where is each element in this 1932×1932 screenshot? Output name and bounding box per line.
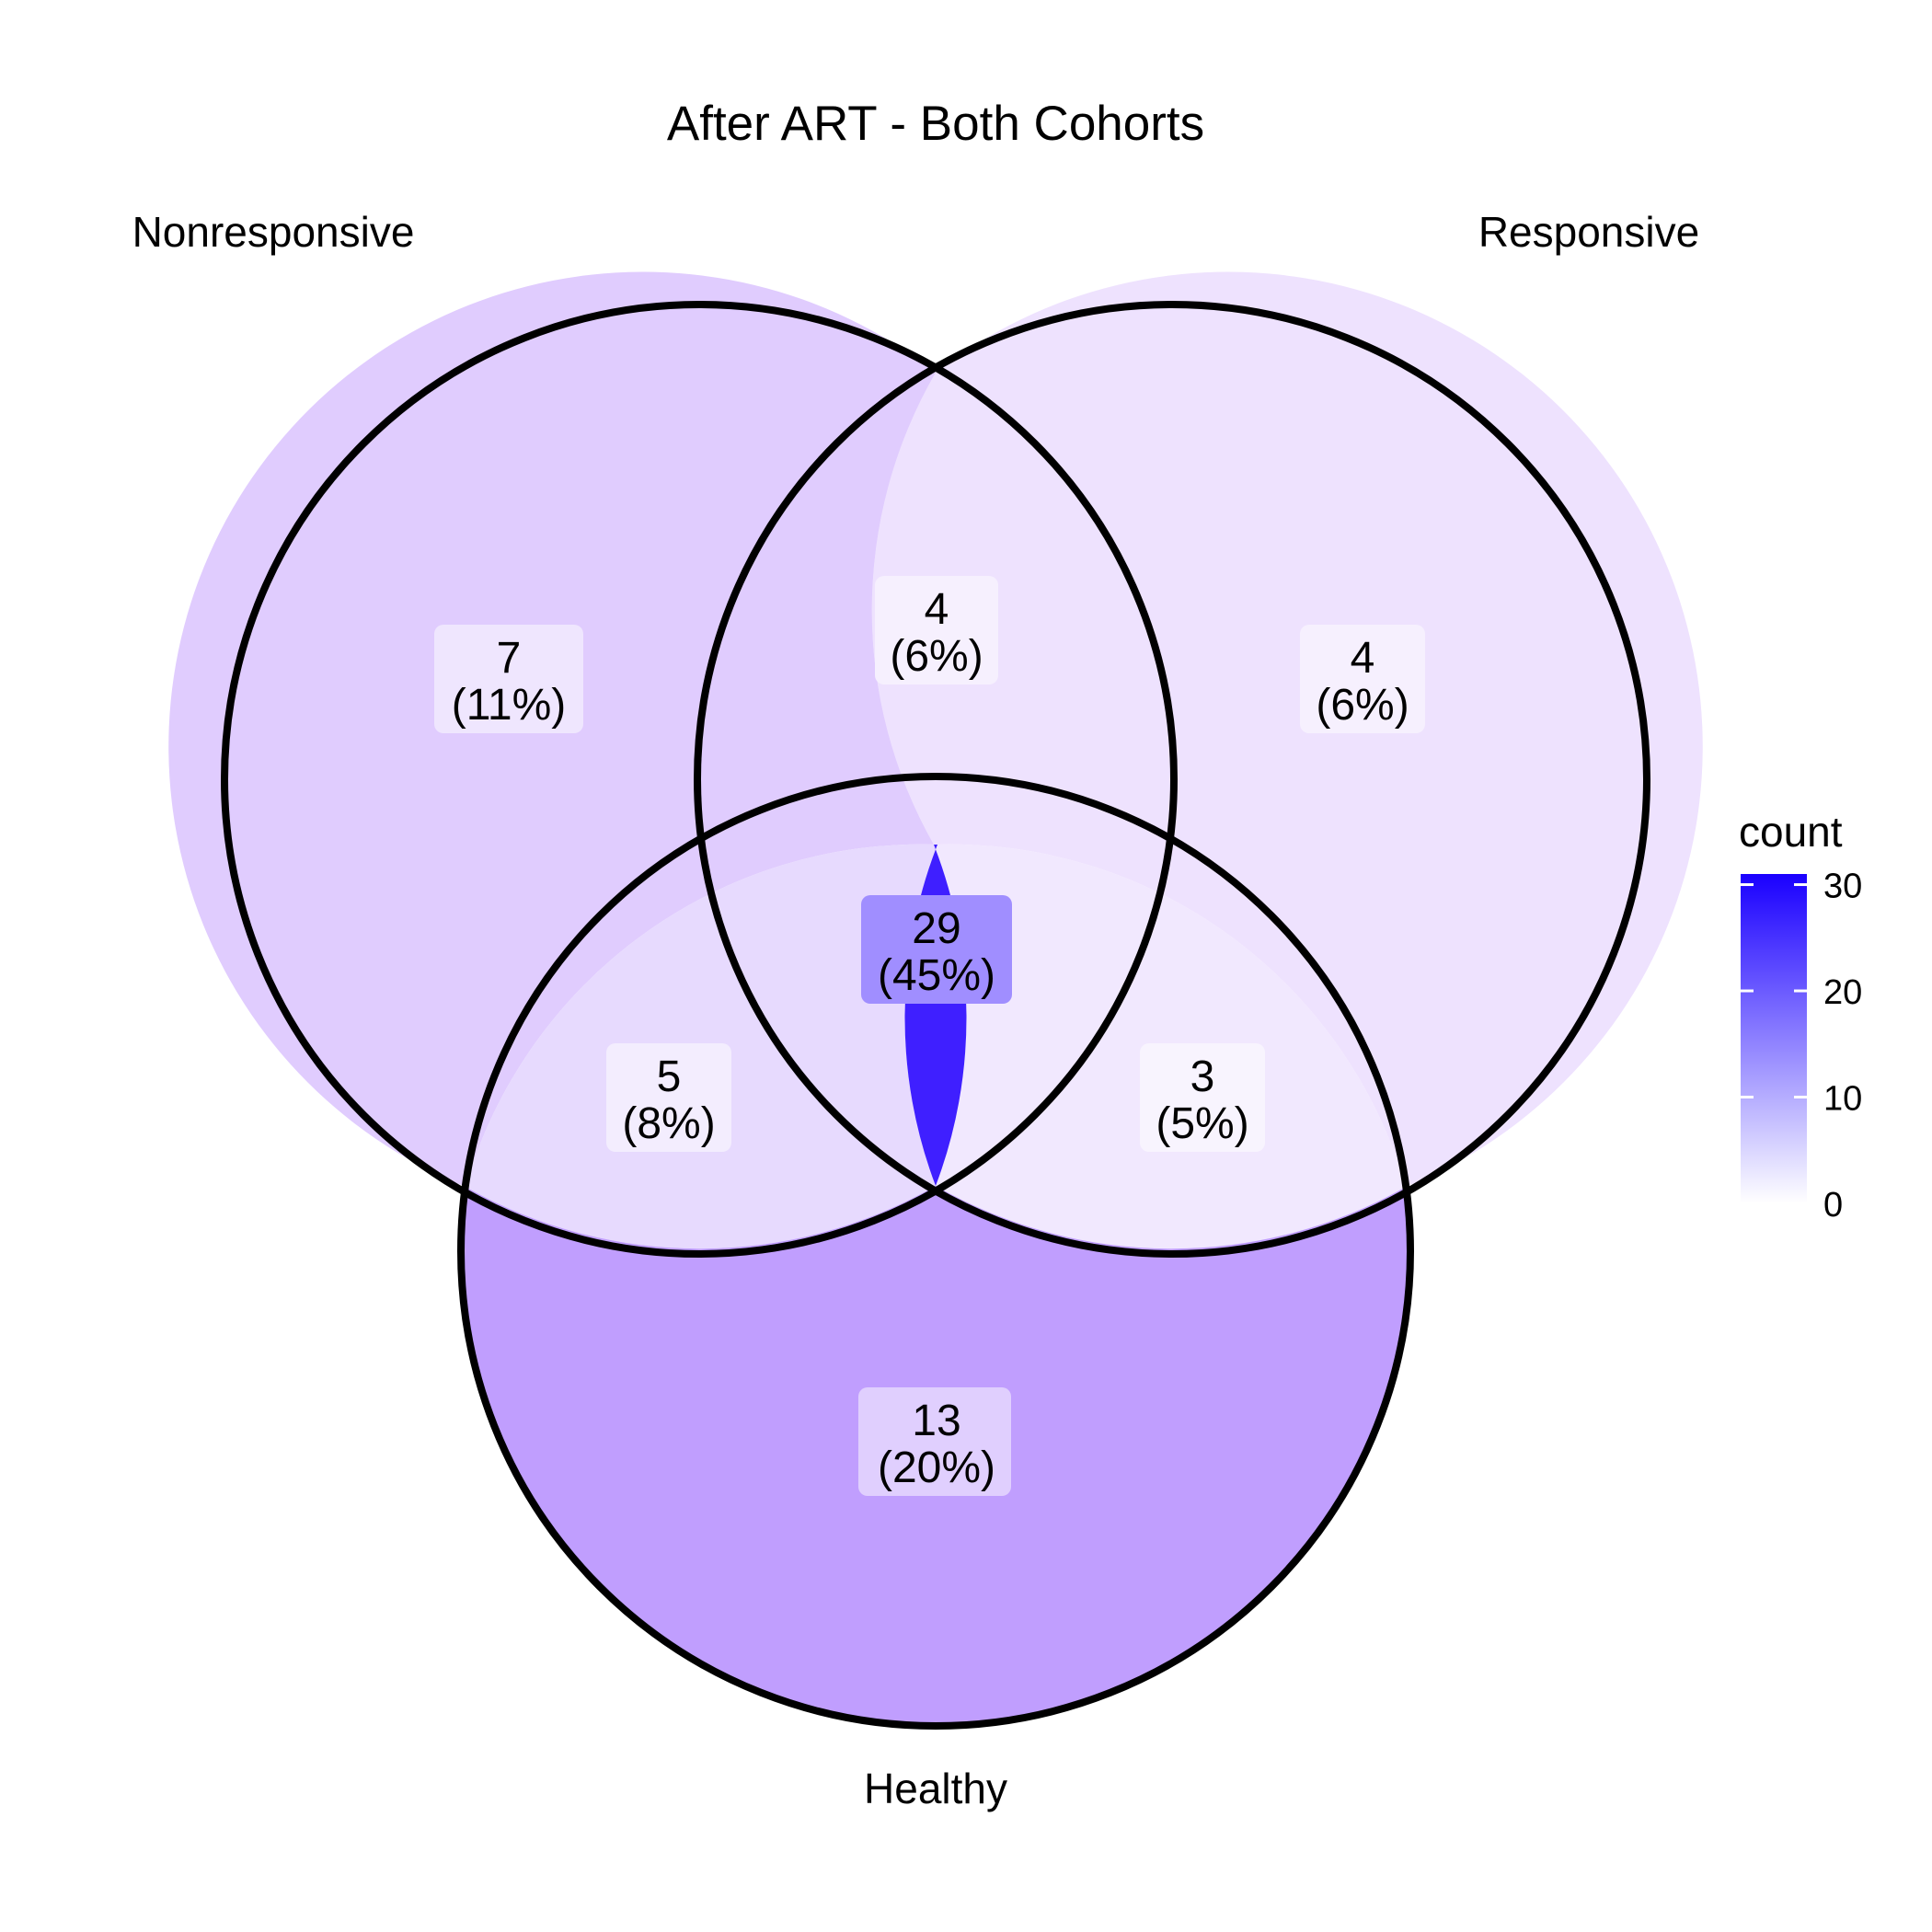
- region-percent: (45%): [878, 951, 995, 1000]
- region-percent: (6%): [890, 632, 983, 681]
- region-label-nonresponsive-healthy: 5 (8%): [606, 1043, 731, 1152]
- set-label-healthy: Healthy: [864, 1765, 1007, 1812]
- region-label-background: [858, 1387, 1011, 1496]
- color-legend: count 30 20 10 0: [1739, 808, 1862, 1225]
- legend-tick-label: 10: [1823, 1080, 1862, 1119]
- region-count: 4: [1351, 634, 1375, 683]
- legend-tick-label: 20: [1823, 973, 1862, 1012]
- venn-outlines: [221, 301, 1650, 1730]
- region-count: 29: [912, 904, 960, 953]
- region-labels: 7 (11%) 4 (6%) 4 (6%) 29 (45%) 5 (8%) 3 …: [434, 576, 1425, 1496]
- region-label-responsive-healthy: 3 (5%): [1140, 1043, 1265, 1152]
- region-percent: (5%): [1156, 1099, 1248, 1148]
- set-label-responsive: Responsive: [1478, 208, 1699, 256]
- legend-tick-label: 30: [1823, 868, 1862, 906]
- region-label-background: [875, 576, 998, 684]
- region-label-background: [861, 895, 1012, 1004]
- circle-nonresponsive: [221, 301, 1178, 1258]
- circle-healthy: [457, 773, 1414, 1730]
- region-count: 5: [657, 1052, 682, 1101]
- legend-title: count: [1739, 808, 1843, 856]
- region-count: 4: [925, 585, 949, 634]
- region-label-all-three: 29 (45%): [861, 895, 1012, 1004]
- region-label-background: [606, 1043, 731, 1152]
- region-label-nonresponsive-responsive: 4 (6%): [875, 576, 998, 684]
- legend-colorbar: [1741, 874, 1807, 1203]
- region-label-background: [1300, 625, 1425, 733]
- circle-responsive: [694, 301, 1650, 1258]
- region-label-nonresponsive-only: 7 (11%): [434, 625, 583, 733]
- region-percent: (6%): [1316, 681, 1409, 730]
- region-label-responsive-only: 4 (6%): [1300, 625, 1425, 733]
- legend-ticks: 30 20 10 0: [1741, 868, 1862, 1225]
- region-percent: (20%): [878, 1443, 995, 1492]
- region-label-background: [1140, 1043, 1265, 1152]
- region-percent: (8%): [622, 1099, 715, 1148]
- chart-title: After ART - Both Cohorts: [667, 97, 1204, 151]
- region-label-healthy-only: 13 (20%): [858, 1387, 1011, 1496]
- region-count: 7: [497, 634, 522, 683]
- region-count: 3: [1190, 1052, 1215, 1101]
- region-label-background: [434, 625, 583, 733]
- legend-tick-label: 0: [1823, 1186, 1843, 1225]
- region-percent: (11%): [452, 681, 566, 730]
- set-label-nonresponsive: Nonresponsive: [132, 208, 415, 256]
- region-count: 13: [912, 1397, 960, 1445]
